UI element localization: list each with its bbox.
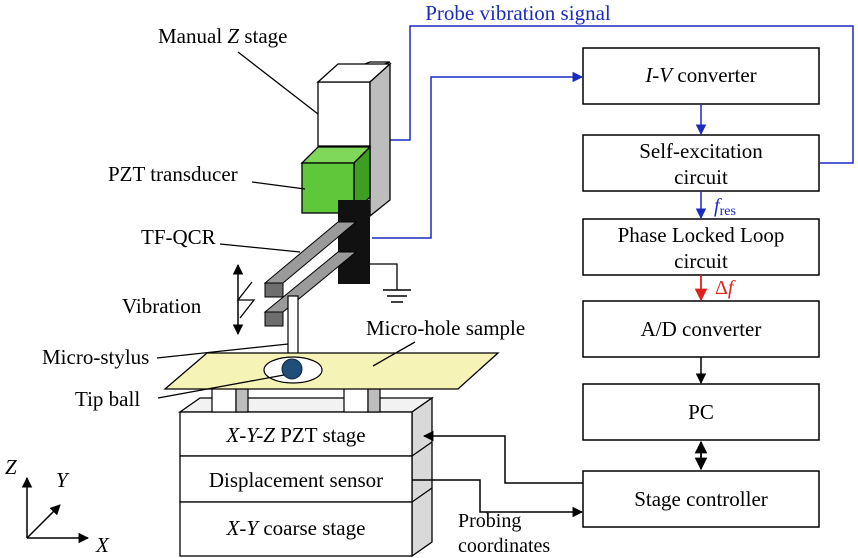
label-probe-vibration-signal: Probe vibration signal [425,1,611,25]
micro-hole-sample [163,352,500,390]
leader-tf-qcr [219,243,301,253]
xy-coarse-stage: X-Y coarse stage [179,501,413,557]
sample-posts [211,387,381,413]
block-stage-controller: Stage controller [582,470,820,528]
label-probing-coordinates: Probing [458,510,521,532]
svg-text:Stage controller: Stage controller [634,487,768,511]
line-probe-signal-to-iv [372,71,584,239]
xyz-pzt-stage: X-Y-Z PZT stage [179,411,413,457]
tip-ball [281,358,303,380]
axis-label-y: Y [56,468,70,492]
label-micro-stylus: Micro-stylus [42,345,149,369]
axis-label-z: Z [5,455,17,479]
label-delta-f: Δf [715,277,736,299]
label-manual-z-stage: Manual Z stage [158,24,288,48]
label-f-res: fres [714,195,736,219]
block-iv-converter: I-V converter [582,47,820,105]
leader-micro-stylus [156,343,289,359]
label-probing-coordinates-2: coordinates [458,535,550,557]
leader-manual-z [237,51,319,115]
axis-label-x: X [95,533,110,557]
vibration-arrow-icon [232,263,256,336]
svg-text:circuit: circuit [674,249,728,273]
leader-pzt [251,181,306,190]
svg-text:Displacement sensor: Displacement sensor [209,468,383,492]
block-self-excitation-circuit: Self-excitation circuit [582,134,820,192]
leader-micro-hole [372,341,416,367]
label-tip-ball: Tip ball [75,387,140,411]
svg-text:Phase Locked Loop: Phase Locked Loop [618,223,785,247]
line-self-excitation-to-transducer [371,25,854,164]
label-micro-hole-sample: Micro-hole sample [366,316,525,340]
svg-text:I-V converter: I-V converter [644,63,756,87]
arrow-sensor-to-controller [412,479,584,518]
svg-text:Self-excitation: Self-excitation [639,139,763,163]
manual-z-stage [316,61,392,218]
ground-icon [370,263,411,303]
svg-text:circuit: circuit [674,165,728,189]
pzt-transducer [300,145,372,215]
block-ad-converter: A/D converter [582,300,820,358]
displacement-sensor: Displacement sensor [179,455,413,503]
block-pc: PC [582,383,820,441]
label-tf-qcr: TF-QCR [141,225,216,249]
arrow-controller-to-xyz-stage [422,430,583,484]
leader-tip-ball [157,374,285,399]
svg-text:PC: PC [688,400,714,424]
svg-text:X-Y coarse stage: X-Y coarse stage [226,516,366,540]
xyz-axes-icon [21,476,90,544]
label-vibration: Vibration [122,294,202,318]
tf-qcr [263,200,370,327]
svg-text:X-Y-Z PZT stage: X-Y-Z PZT stage [225,423,365,447]
block-phase-locked-loop: Phase Locked Loop circuit [582,218,820,276]
label-pzt-transducer: PZT transducer [108,162,238,186]
svg-text:A/D converter: A/D converter [641,317,762,341]
